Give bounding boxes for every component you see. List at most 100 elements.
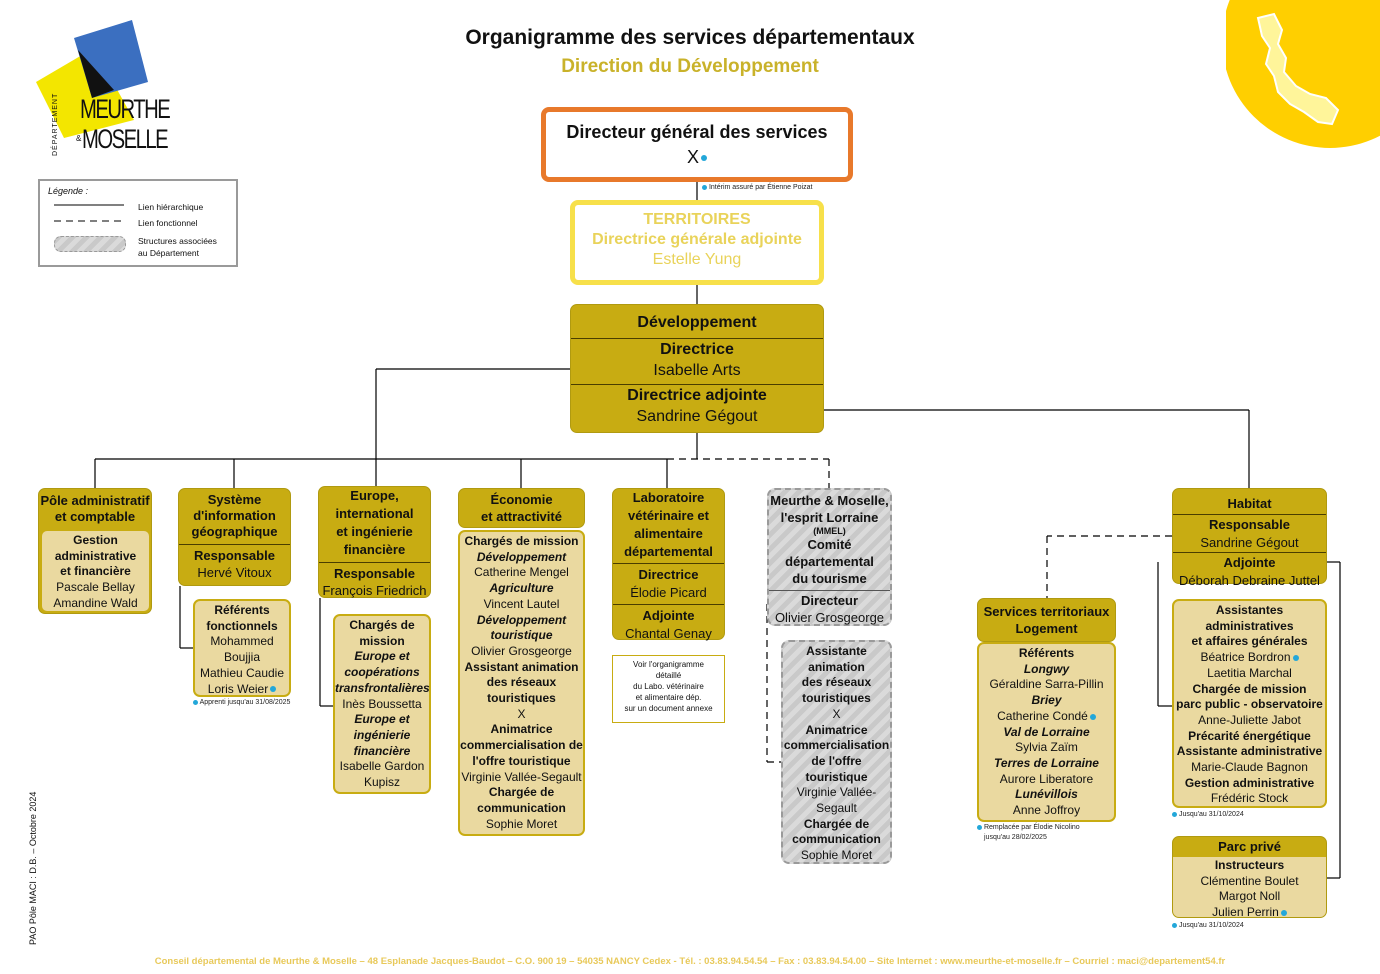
mmel-sub-text: Virginie Vallée- <box>796 785 877 800</box>
st-sub-text: Lunévillois <box>1015 787 1078 802</box>
st-sub-line: Val de Lorraine <box>979 725 1114 741</box>
legend-item-fonctionnel: Lien fonctionnel <box>138 218 198 228</box>
st-sub-line: Briey <box>979 693 1114 709</box>
mmel-sub-text: Segault <box>816 801 857 816</box>
legend-item-departement: au Département <box>138 248 199 258</box>
st-sub-line: Référents <box>979 646 1114 662</box>
habitat-role-2: Adjointe <box>1223 555 1276 570</box>
sig-role: Responsable <box>194 548 275 563</box>
mmel-sub-line: Sophie Moret <box>783 848 890 864</box>
mmel-sub-text: communication <box>792 832 881 847</box>
eco-sub-text: commercialisation de <box>460 738 583 753</box>
habitat-title: Habitat <box>1227 496 1272 511</box>
habitat-name-1: Sandrine Gégout <box>1200 535 1299 550</box>
eco-sub-text: X <box>517 706 526 721</box>
mmel-sub-1: Comité <box>807 537 852 552</box>
sig-sub-name-2: Boujjia <box>223 650 261 665</box>
hab-sub-line: administratives <box>1174 619 1325 635</box>
dev-name-2: Sandrine Gégout <box>636 408 758 425</box>
labo-note-2: détaillé <box>655 671 682 680</box>
note-dot-icon <box>702 184 707 190</box>
sig-sub-name-4: Loris Weier <box>207 681 269 696</box>
parc-prive-title: Parc privé <box>1218 839 1281 854</box>
eco-sub-line: commercialisation de <box>460 738 583 754</box>
mmel-sub-line: Segault <box>783 801 890 817</box>
status-dot-icon <box>1280 909 1287 916</box>
europe-sub-line: Europe et <box>335 712 429 728</box>
europe-sub-text: Europe et <box>354 712 410 727</box>
hab-sub-line: parc public - observatoire <box>1174 697 1325 713</box>
prive-sub-text: Clémentine Boulet <box>1200 873 1299 888</box>
europe-sub-line: Isabelle Gardon <box>335 759 429 775</box>
eco-sub-text: Sophie Moret <box>485 816 558 831</box>
status-dot-icon <box>1292 654 1299 661</box>
labo-note-1: Voir l'organigramme <box>633 660 704 669</box>
hab-sub-line: Assistante administrative <box>1174 744 1325 760</box>
sig-sub-title-2: fonctionnels <box>206 618 278 633</box>
hab-sub-text: administratives <box>1205 618 1294 633</box>
europe-role: Responsable <box>334 566 415 581</box>
eco-sub-line: Assistant animation <box>460 660 583 676</box>
st-sub-line: Catherine Condé <box>979 709 1114 725</box>
dgs-name-row: X <box>546 147 848 168</box>
eco-box: Économie et attractivité <box>458 488 585 528</box>
hab-sub-text: Chargée de mission <box>1192 681 1307 696</box>
labo-title-2: vétérinaire et <box>628 508 709 523</box>
dev-deputy-section: Directrice adjointe Sandrine Gégout <box>571 384 823 426</box>
europe-sub-line: Kupisz <box>335 775 429 791</box>
dgs-title: Directeur général des services <box>566 122 828 142</box>
mmel-title-2: l'esprit Lorraine <box>780 510 879 525</box>
sig-name: Hervé Vitoux <box>197 565 272 580</box>
services-terr-title-2: Logement <box>1015 621 1078 636</box>
eco-sub-line: Virginie Vallée-Segault <box>460 770 583 786</box>
mmel-sub-line: Chargée de <box>783 817 890 833</box>
services-terr-title-1: Services territoriaux <box>983 604 1110 619</box>
mmel-sub-text: touristiques <box>802 691 871 706</box>
europe-sub-text: mission <box>359 633 405 648</box>
eco-sub-line: X <box>460 707 583 723</box>
europe-sub-text: Inès Boussetta <box>342 696 422 711</box>
pole-admin-name-1: Pascale Bellay <box>56 580 135 595</box>
hab-sub-text: Béatrice Bordron <box>1200 650 1291 665</box>
europe-sub-text: coopérations <box>344 665 420 680</box>
eco-sub-text: Chargée de <box>488 785 555 800</box>
mmel-sub-line: de l'offre <box>783 754 890 770</box>
logo-small-text: DÉPARTEMENT <box>52 92 59 156</box>
mmel-sub-line: animation <box>783 660 890 676</box>
mmel-sub-text: Animatrice <box>805 722 868 737</box>
hab-sub-line: Précarité énergétique <box>1174 729 1325 745</box>
services-terr-note: Remplacée par Élodie Nicolino <box>977 824 1080 831</box>
sig-note: Apprenti jusqu'au 31/08/2025 <box>193 699 290 706</box>
mmel-sub-line: des réseaux <box>783 675 890 691</box>
labo-name-1: Élodie Picard <box>630 585 707 600</box>
habitat-assist-note: Jusqu'au 31/10/2024 <box>1172 811 1244 818</box>
habitat-assist-note-text: Jusqu'au 31/10/2024 <box>1178 811 1244 818</box>
apprenti-dot-icon <box>270 686 277 693</box>
mmel-sub-line: X <box>783 707 890 723</box>
europe-sub-line: Europe et <box>335 649 429 665</box>
europe-sub-text: Isabelle Gardon <box>339 759 425 774</box>
services-terr-note-1: Remplacée par Élodie Nicolino <box>983 824 1080 831</box>
europe-sub-text: Chargés de <box>349 618 415 632</box>
europe-sub-line: financière <box>335 744 429 760</box>
dgs-name: X <box>686 147 699 167</box>
eco-sub-text: des réseaux <box>486 675 557 690</box>
pole-admin-name-2: Amandine Wald <box>53 595 138 610</box>
europe-sub-line: ingénierie <box>335 728 429 744</box>
eco-sub-text: Développement <box>476 549 567 564</box>
mmel-sub-text: commercialisation <box>783 738 890 753</box>
labo-note-box: Voir l'organigramme détaillé du Labo. vé… <box>612 655 725 723</box>
dev-title: Développement <box>637 314 757 331</box>
hab-sub-line: Béatrice Bordron <box>1174 650 1325 666</box>
pole-admin-line-2: administrative <box>54 548 137 563</box>
labo-role-1: Directrice <box>638 567 699 582</box>
st-sub-line: Terres de Lorraine <box>979 756 1114 772</box>
mmel-sub-line: touristiques <box>783 691 890 707</box>
note-dot-icon <box>193 699 198 705</box>
mmel-name: Olivier Grosgeorge <box>774 610 885 625</box>
eco-sub-text: Assistant animation <box>464 659 579 674</box>
page-title: Organigramme des services départementaux <box>465 26 915 49</box>
